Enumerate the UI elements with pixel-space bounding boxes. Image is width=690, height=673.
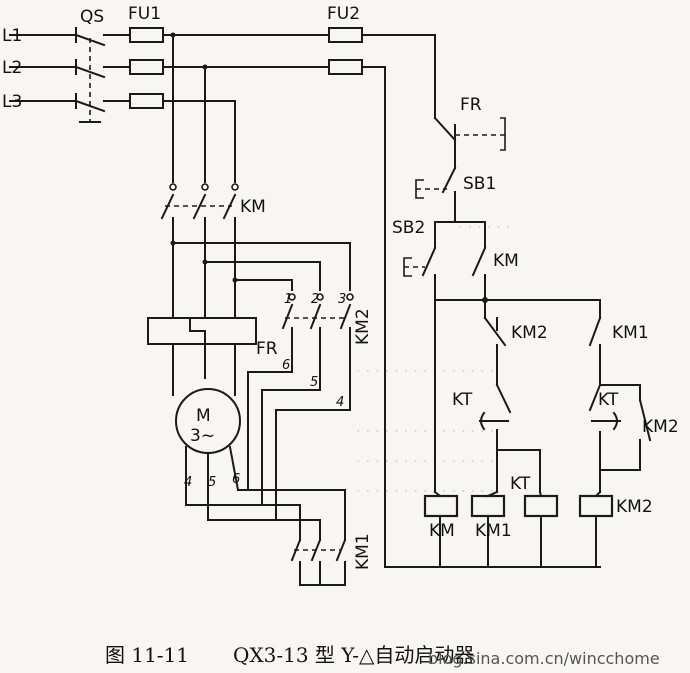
label-km-aux: KM [493,251,519,271]
watermark-text: blog.sina.com.cn/wincchome [428,649,660,668]
svg-text:· · · · · · · · · · · · · · ·: · · · · · · · · · · · · · · · [356,362,494,380]
label-km1-vertical: KM1 [353,533,373,570]
label-terminal-4a: 4 [336,395,344,410]
label-motor-phase: 3~ [190,426,215,446]
km1-star-contacts [290,489,347,586]
km-main-contacts [160,183,239,319]
label-terminal-5a: 5 [310,375,318,390]
label-l1: L1 [2,26,22,46]
label-terminal-2: 2 [311,292,319,307]
thermal-relay-fr [147,317,257,396]
label-km2-vertical: KM2 [353,308,373,345]
svg-text:· · · · · · · · · · · · · · ·: · · · · · · · · · · · · · · · [356,482,494,500]
label-kt-right: KT [598,390,619,410]
label-fr-side: FR [256,339,278,359]
delta-branch [170,240,354,521]
label-terminal-4b: 4 [184,475,192,490]
motor-m [175,388,346,521]
label-terminal-6b: 6 [232,472,240,487]
fuse-fu2 [328,27,601,568]
bleed-through-background: · · · · · · · · · · · · · · · · · · · · … [356,218,510,500]
label-terminal-3: 3 [338,292,346,307]
label-km-main: KM [240,197,266,217]
label-kt-left: KT [452,390,473,410]
label-qs: QS [80,7,104,27]
fuse-fu1 [129,27,164,109]
label-fu2: FU2 [327,4,360,24]
label-km2-contact: KM2 [511,323,548,343]
label-sb2: SB2 [392,218,425,238]
label-terminal-6a: 6 [282,358,290,373]
label-km2-aux: KM2 [642,417,679,437]
label-sb1: SB1 [463,174,496,194]
caption-figure-number: 图 11-11 [105,643,189,667]
label-fr-top: FR [460,95,482,115]
svg-text:· · · · · · · · · · · · · · ·: · · · · · · · · · · · · · · · [356,422,494,440]
control-circuit [403,116,652,568]
caption-title: QX3-13 型 Y-△自动启动器 [233,643,474,667]
label-coil-km1: KM1 [475,521,512,541]
label-terminal-5b: 5 [208,475,216,490]
label-l3: L3 [2,92,22,112]
label-coil-km: KM [429,521,455,541]
label-motor-name: M [196,406,211,426]
label-km1-contact: KM1 [612,323,649,343]
label-l2: L2 [2,58,22,78]
svg-text:· · · · · · · · · · · · · · ·: · · · · · · · · · · · · · · · [356,452,494,470]
label-terminal-1: 1 [284,292,292,307]
label-fu1: FU1 [128,4,161,24]
figure-caption: 图 11-11 QX3-13 型 Y-△自动启动器 blog.sina.com.… [105,643,660,668]
label-coil-km2: KM2 [616,497,653,517]
label-kt-coil: KT [510,474,531,494]
labels: L1 L2 L3 QS FU1 FU2 FR SB1 SB2 KM KM FR … [2,4,679,570]
main-bus [162,32,330,183]
supply-lines [9,27,131,123]
